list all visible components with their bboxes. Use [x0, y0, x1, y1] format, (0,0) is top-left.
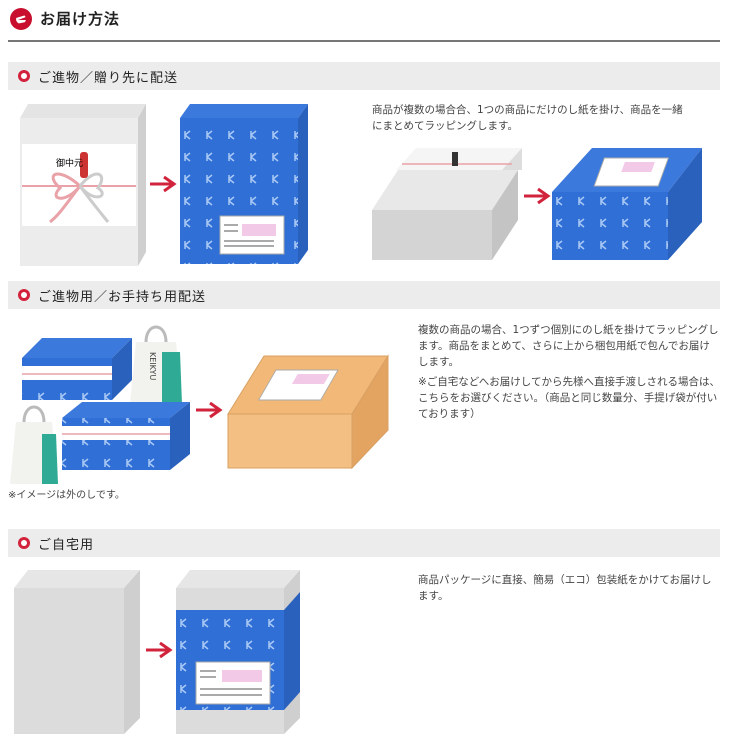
section-heading: ご自宅用	[38, 538, 95, 553]
gift-bags-illustration: KEIKYU	[10, 325, 190, 484]
section-note-caution: ※ご自宅などへお届けしてから先様へ直接手渡しされる場合は、こちらをお選びください…	[418, 376, 720, 420]
noshi-text: 御中元	[56, 157, 83, 169]
section-note: 商品パッケージに直接、簡易（エコ）包装紙をかけてお届けします。	[418, 574, 712, 602]
kraft-package-illustration	[227, 354, 389, 470]
logo-icon	[10, 8, 32, 30]
section-note: 商品が複数の場合合、1つの商品にだけのし紙を掛け、商品を一緒にまとめてラッピング…	[372, 104, 683, 132]
wrapped-stack-illustration	[552, 148, 702, 260]
plain-box-illustration	[14, 570, 140, 734]
section-note: 複数の商品の場合、1つずつ個別にのし紙を掛けてラッピングします。商品をまとめて、…	[418, 324, 719, 368]
page-title: お届け方法	[40, 10, 121, 28]
section-header-gift-delivery: ご進物／贈り先に配送	[8, 62, 720, 90]
wrapped-box-illustration	[180, 104, 308, 264]
eco-wrapped-box-illustration	[176, 570, 300, 734]
arrow-right-icon	[524, 187, 551, 205]
section-heading: ご進物用／お手持ち用配送	[38, 290, 207, 305]
image-caption: ※イメージは外のしです。	[8, 490, 125, 501]
noshi-box-illustration: 御中元	[20, 104, 146, 266]
bag-brand: KEIKYU	[148, 352, 157, 381]
bullet-icon	[18, 289, 30, 301]
arrow-right-icon	[150, 175, 177, 193]
bullet-icon	[18, 70, 30, 82]
section-header-hand-carry: ご進物用／お手持ち用配送	[8, 281, 720, 309]
arrow-right-icon	[196, 401, 223, 419]
bullet-icon	[18, 537, 30, 549]
section-heading: ご進物／贈り先に配送	[38, 71, 179, 86]
title-divider	[8, 40, 720, 42]
arrow-right-icon	[146, 641, 173, 659]
section-header-home-use: ご自宅用	[8, 529, 720, 557]
stacked-boxes-illustration	[372, 148, 522, 260]
